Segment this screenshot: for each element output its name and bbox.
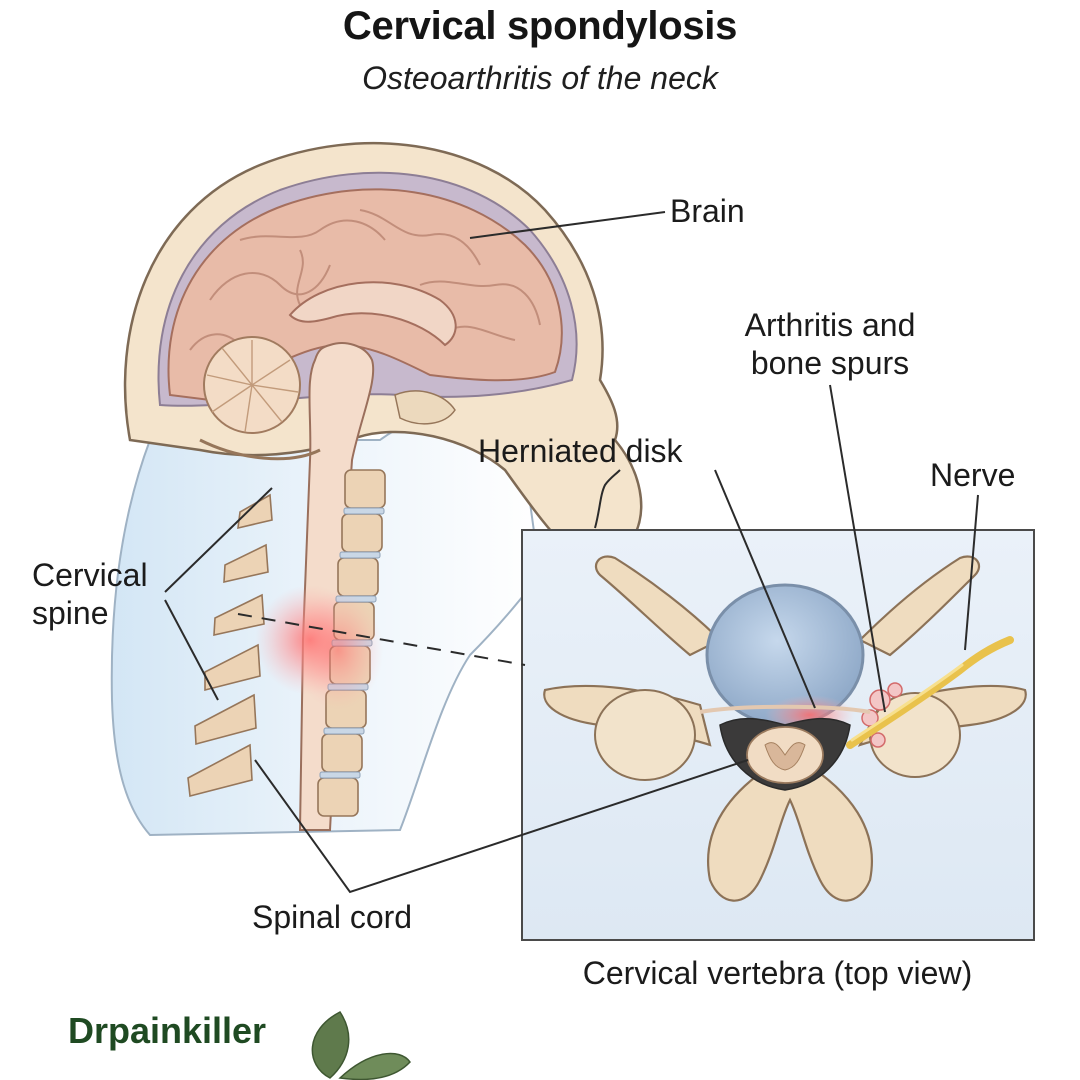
inset-connector-dashed (237, 613, 526, 666)
brand-name: Drpainkiller (68, 1010, 267, 1051)
cervical-spine-pointer-upper (164, 487, 273, 593)
bone-spurs (861, 682, 903, 748)
label-arthritis-bone-spurs: Arthritis and bone spurs (744, 307, 916, 381)
nerve-pointer (964, 494, 979, 651)
nerve-root-highlight (850, 663, 964, 742)
left-articular-mass (594, 689, 696, 781)
brain-gyri (189, 209, 541, 351)
brain-pointer (469, 211, 666, 239)
spinal-cord-pointer (254, 759, 749, 894)
page-title: Cervical spondylosis (342, 4, 738, 48)
corpus-callosum (288, 281, 457, 347)
head-sagittal-section (110, 141, 643, 837)
label-herniated-disk: Herniated disk (478, 433, 683, 469)
label-nerve: Nerve (930, 457, 1016, 493)
sinus-bones (394, 390, 456, 425)
brainstem-spinal-cord (298, 342, 375, 831)
label-spinal-cord: Spinal cord (252, 899, 413, 935)
cervical-spine-pointer-lower (164, 599, 219, 701)
inset-connector-bracket (594, 469, 621, 529)
herniated-disk-pointer (714, 469, 816, 709)
page-subtitle: Osteoarthritis of the neck (362, 60, 718, 96)
label-cervical-spine: Cervical spine (32, 557, 148, 631)
inset-caption: Cervical vertebra (top view) (582, 955, 973, 991)
leaf-logo-icon (311, 1011, 411, 1080)
arthritis-pointer (829, 384, 886, 713)
cerebellum-folia (206, 340, 299, 433)
callout-lines (164, 211, 979, 894)
occipital-bone (199, 438, 321, 461)
label-brain: Brain (670, 193, 745, 229)
spine-inflammation (293, 590, 383, 710)
cord-grey-matter (764, 742, 806, 771)
ligament-line (699, 704, 871, 714)
nerve-root (846, 636, 1014, 749)
vertebra-inset (521, 529, 1035, 941)
